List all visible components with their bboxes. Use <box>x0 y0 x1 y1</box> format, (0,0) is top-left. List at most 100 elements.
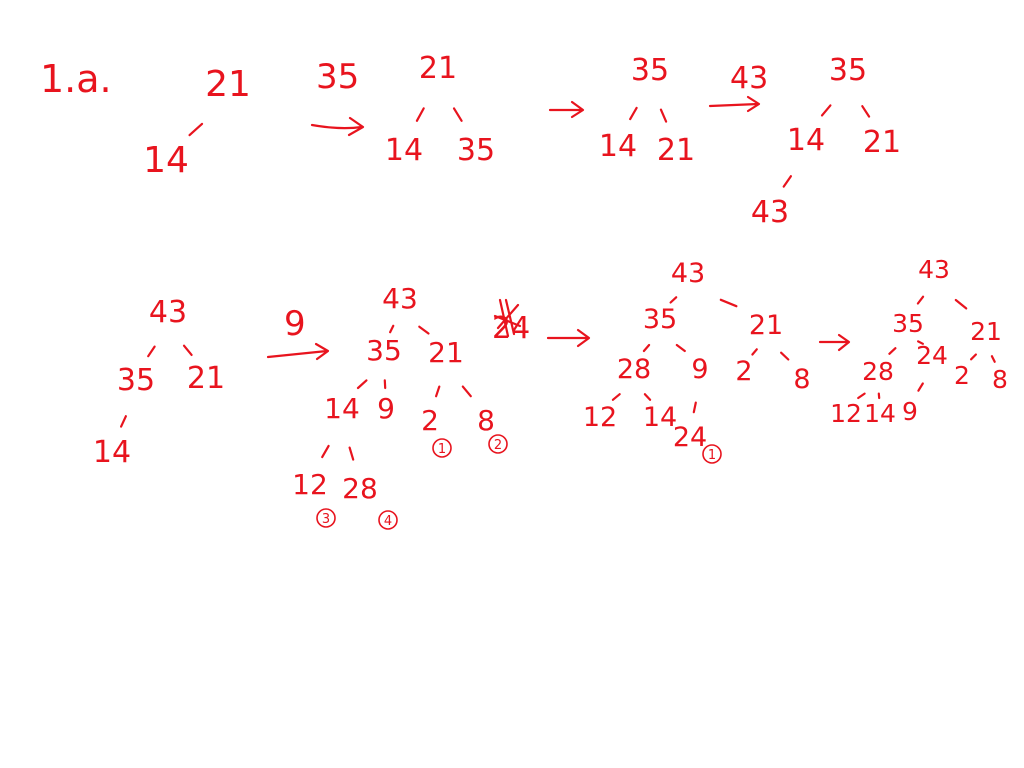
swap-order-number: 2 <box>494 438 502 453</box>
tree-node: 12 <box>830 399 862 428</box>
tree-edge <box>389 324 395 334</box>
tree-node: 21 <box>863 125 901 160</box>
insert-label-35: 35 <box>316 57 359 97</box>
tree-node: 14 <box>143 140 189 181</box>
tree-node: 14 <box>324 392 360 425</box>
arrows <box>266 95 851 361</box>
tree-edge <box>675 343 686 353</box>
tree-node: 2 <box>735 356 752 387</box>
tree-node: 12 <box>292 468 328 501</box>
tree-node: 43 <box>149 295 187 330</box>
tree-edge <box>692 401 697 414</box>
tree-node: 14 <box>599 129 637 164</box>
tree-edge <box>751 348 758 356</box>
tree-node: 21 <box>419 51 457 86</box>
tree-node: 35 <box>117 363 155 398</box>
tree-edge <box>779 351 790 361</box>
swap-order-number: 4 <box>384 514 392 529</box>
tree-edge <box>669 296 678 304</box>
swap-order-circle <box>316 508 336 528</box>
tree-edge <box>147 345 156 358</box>
tree-node: 28 <box>862 357 894 386</box>
tree-edge <box>348 446 355 461</box>
tree-edge <box>356 379 368 390</box>
tree-node: 14 <box>385 133 423 168</box>
tree-edge <box>461 385 472 398</box>
tree-edge <box>857 392 866 400</box>
tree-edge <box>969 353 978 361</box>
tree-node: 9 <box>691 354 708 385</box>
tree-node: 8 <box>477 404 495 437</box>
tree-edge <box>954 298 968 310</box>
tree-node: 9 <box>377 392 395 425</box>
tree-node: 14 <box>93 435 131 470</box>
tree-node: 8 <box>793 364 810 395</box>
tree-node: 14 <box>787 123 825 158</box>
tree-edge <box>119 415 128 428</box>
tree-edge <box>888 347 897 355</box>
tree-node: 14 <box>643 402 677 433</box>
swap-order-number: 1 <box>708 448 716 463</box>
swap-order-number: 1 <box>438 442 446 457</box>
tree-edge <box>659 108 668 123</box>
tree-node: 43 <box>751 195 789 230</box>
tree-node: 35 <box>631 53 669 88</box>
tree-node: 28 <box>617 354 651 385</box>
heap-tree-1: 21 14 <box>143 64 251 181</box>
tree-node: 35 <box>892 309 924 338</box>
tree-edge <box>916 340 925 345</box>
tree-node: 21 <box>205 64 251 105</box>
tree-node: 43 <box>671 258 705 289</box>
tree-edge <box>719 298 738 308</box>
arrow-4 <box>266 342 330 361</box>
tree-node: 28 <box>342 472 378 505</box>
tree-node: 43 <box>918 255 950 284</box>
tree-node: 8 <box>992 365 1008 394</box>
tree-edge <box>321 444 330 459</box>
problem-label: 1.a. <box>40 57 112 101</box>
tree-node: 21 <box>970 317 1002 346</box>
heap-tree-3: 35 14 21 <box>599 53 695 168</box>
tree-edge <box>916 295 925 305</box>
tree-node: 12 <box>583 402 617 433</box>
heap-tree-2: 21 14 35 <box>385 51 495 168</box>
tree-edge <box>415 107 425 122</box>
arrow-5 <box>546 328 591 348</box>
arrow-1 <box>310 116 365 137</box>
scribble-mark <box>493 298 522 338</box>
tree-edge <box>990 355 996 363</box>
swap-order-number: 3 <box>322 512 330 527</box>
swap-order-circle <box>488 434 508 454</box>
tree-node: 21 <box>749 310 783 341</box>
insert-label-43: 43 <box>730 61 768 96</box>
tree-edge <box>861 105 871 118</box>
tree-node: 21 <box>657 133 695 168</box>
tree-node: 24 <box>673 422 707 453</box>
tree-node: 35 <box>643 304 677 335</box>
tree-node: 35 <box>366 334 402 367</box>
tree-edge <box>643 393 652 401</box>
tree-edge <box>642 343 651 353</box>
swap-order-circle <box>432 438 452 458</box>
tree-node: 2 <box>954 361 970 390</box>
tree-node: 21 <box>428 336 464 369</box>
tree-node: 43 <box>382 282 418 315</box>
tree-edge <box>629 106 638 121</box>
tree-edge <box>611 393 621 401</box>
tree-node: 24 <box>916 341 948 370</box>
tree-edge <box>418 325 430 335</box>
swap-order-circle <box>702 444 722 464</box>
tree-node: 35 <box>829 53 867 88</box>
tree-edge <box>917 382 924 392</box>
tree-node: 35 <box>457 133 495 168</box>
tree-edge <box>452 107 463 122</box>
tree-node: 2 <box>421 404 439 437</box>
